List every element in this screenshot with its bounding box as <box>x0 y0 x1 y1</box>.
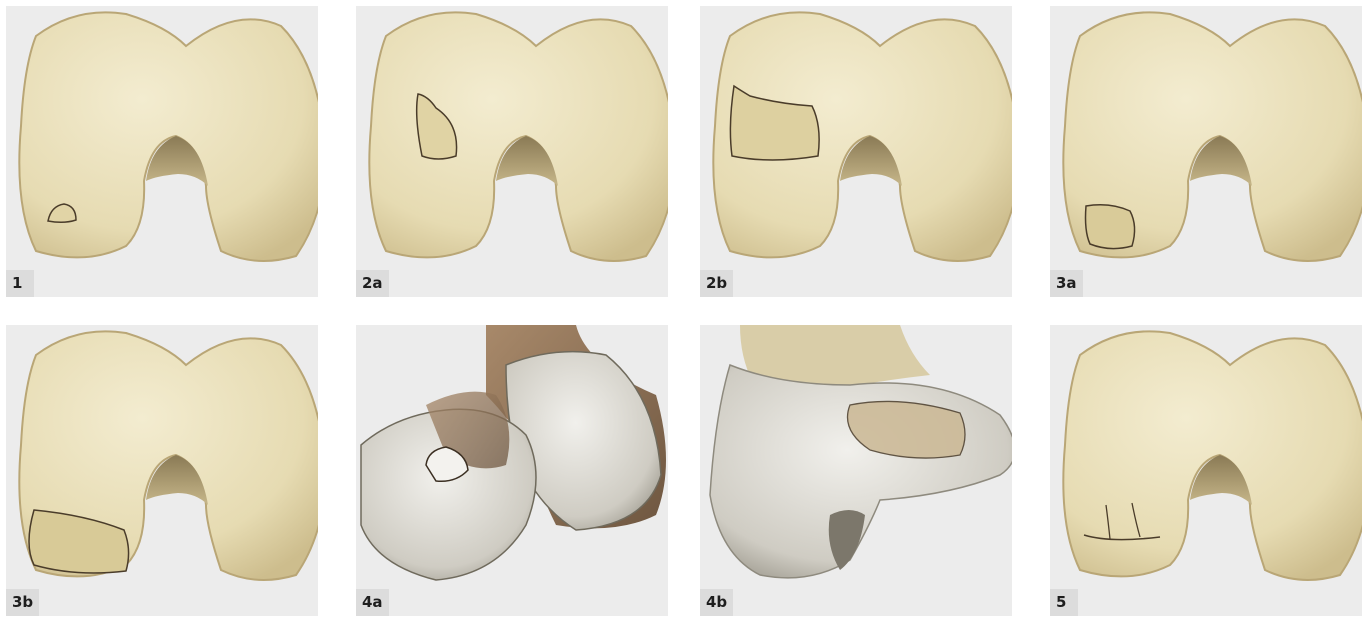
femur-illustration <box>1050 325 1362 616</box>
femur-illustration <box>6 6 318 297</box>
image-panel-3b: 3b <box>6 325 318 616</box>
image-panel-2b: 2b <box>700 6 1012 297</box>
knee-cartilage-illustration <box>700 325 1012 616</box>
panel-label: 5 <box>1050 589 1078 616</box>
femur-illustration <box>356 6 668 297</box>
image-panel-4a: 4a <box>356 325 668 616</box>
image-panel-4b: 4b <box>700 325 1012 616</box>
femur-illustration <box>700 6 1012 297</box>
panel-label: 3b <box>6 589 39 616</box>
image-panel-3a: 3a <box>1050 6 1362 297</box>
panel-label: 2b <box>700 270 733 297</box>
panel-label: 2a <box>356 270 389 297</box>
image-panel-5: 5 <box>1050 325 1362 616</box>
femur-illustration <box>6 325 318 616</box>
image-panel-1: 1 <box>6 6 318 297</box>
panel-label: 4b <box>700 589 733 616</box>
image-panel-2a: 2a <box>356 6 668 297</box>
panel-label: 1 <box>6 270 34 297</box>
panel-label: 3a <box>1050 270 1083 297</box>
panel-label: 4a <box>356 589 389 616</box>
knee-cartilage-illustration <box>356 325 668 616</box>
femur-illustration <box>1050 6 1362 297</box>
